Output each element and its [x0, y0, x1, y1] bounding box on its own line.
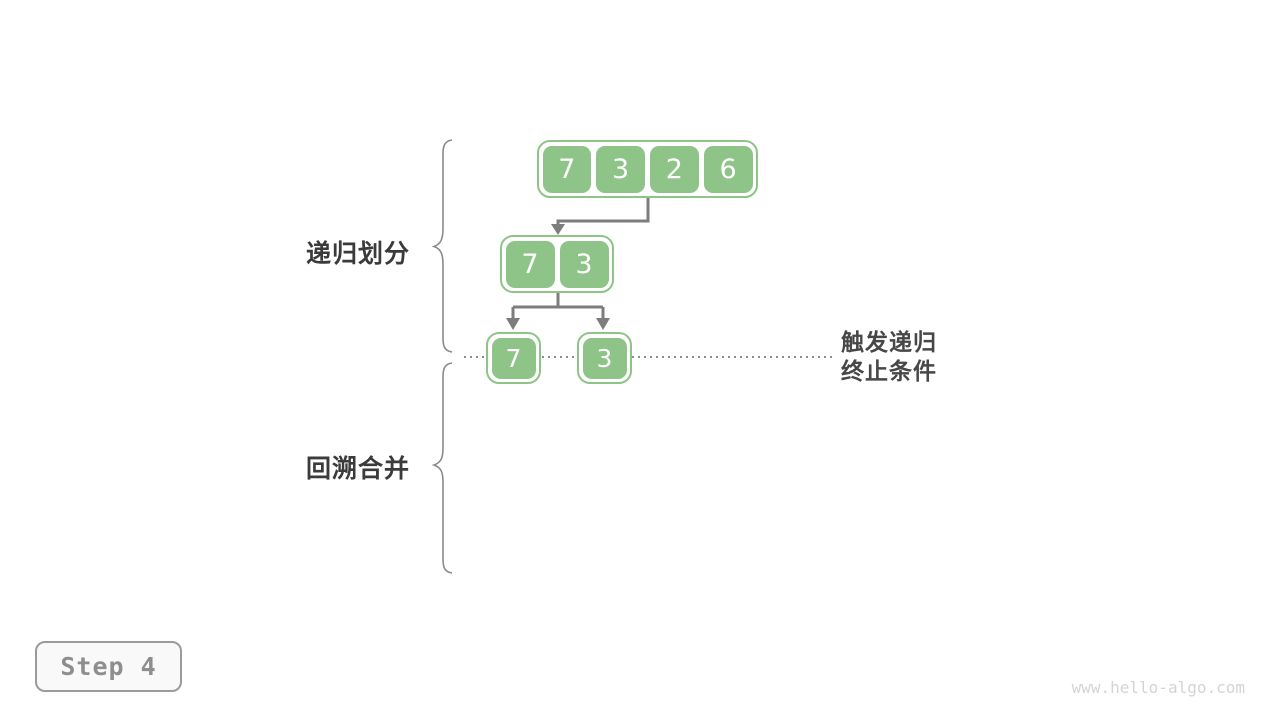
phase-label-divide: 递归划分 [306, 240, 411, 268]
array-cell: 7 [505, 240, 555, 288]
array-cell: 3 [596, 145, 645, 193]
array-cell: 7 [491, 337, 536, 379]
curly-brace-divide [431, 139, 453, 353]
arrow-down-icon [551, 224, 565, 235]
array-level-3-right: 3 [577, 332, 632, 384]
array-cell: 7 [542, 145, 592, 193]
array-level-3-left: 7 [486, 332, 541, 384]
array-cell: 6 [703, 145, 753, 193]
phase-label-merge: 回溯合并 [306, 455, 411, 483]
step-badge: Step 4 [35, 641, 182, 692]
connector-arrow-level2-to-level3 [506, 292, 610, 330]
array-cell: 3 [559, 240, 609, 288]
array-level-1: 7 3 2 6 [537, 140, 758, 198]
watermark-text: www.hello-algo.com [1071, 678, 1245, 697]
array-cell: 2 [650, 145, 699, 193]
termination-note: 触发递归 终止条件 [841, 328, 937, 386]
curly-brace-merge [431, 362, 453, 574]
array-cell: 3 [582, 337, 627, 379]
arrow-down-icon [596, 318, 610, 330]
connector-arrow-level1-to-level2 [551, 198, 650, 235]
termination-note-line2: 终止条件 [841, 358, 937, 384]
termination-note-line1: 触发递归 [841, 329, 937, 355]
array-level-2: 7 3 [500, 235, 614, 293]
arrow-down-icon [506, 318, 520, 330]
